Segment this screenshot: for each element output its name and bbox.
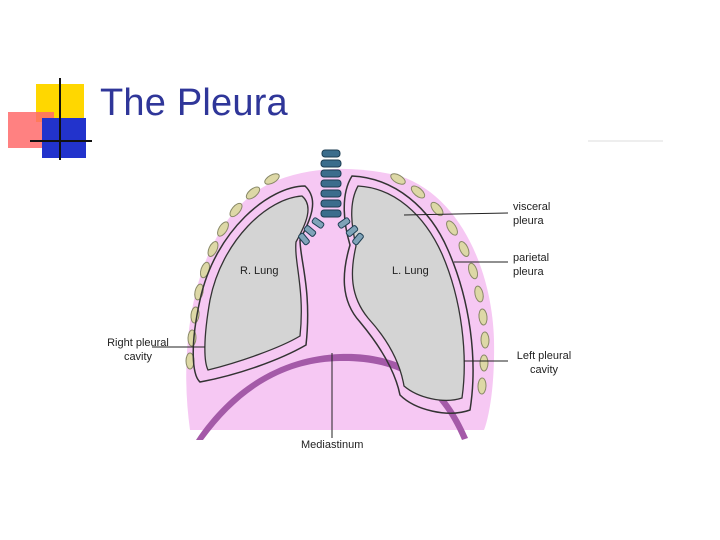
right-lung-shape <box>204 195 309 371</box>
mediastinum-label: Mediastinum <box>301 439 364 451</box>
visceral-pleura-label: visceral pleura <box>513 201 551 227</box>
right-pleural-cavity-label: Right pleural cavity <box>107 337 169 363</box>
right-lung-label: R. Lung <box>240 265 279 277</box>
diaphragm-shape <box>196 353 468 440</box>
slide-logo <box>8 78 92 160</box>
parietal-pleura-label: parietal pleura <box>513 252 550 278</box>
leader-lines <box>152 212 509 438</box>
trachea <box>320 149 342 218</box>
bronchi <box>298 217 364 246</box>
left-lung-shape <box>351 185 465 401</box>
divider <box>588 140 663 142</box>
left-lung-pleura-outline <box>343 175 474 414</box>
right-lung-pleura-outline <box>192 185 314 383</box>
left-pleural-cavity-label: Left pleural cavity <box>516 350 572 376</box>
slide-title: The Pleura <box>100 82 288 124</box>
left-lung-label: L. Lung <box>392 265 429 277</box>
ribs-right <box>390 173 490 395</box>
